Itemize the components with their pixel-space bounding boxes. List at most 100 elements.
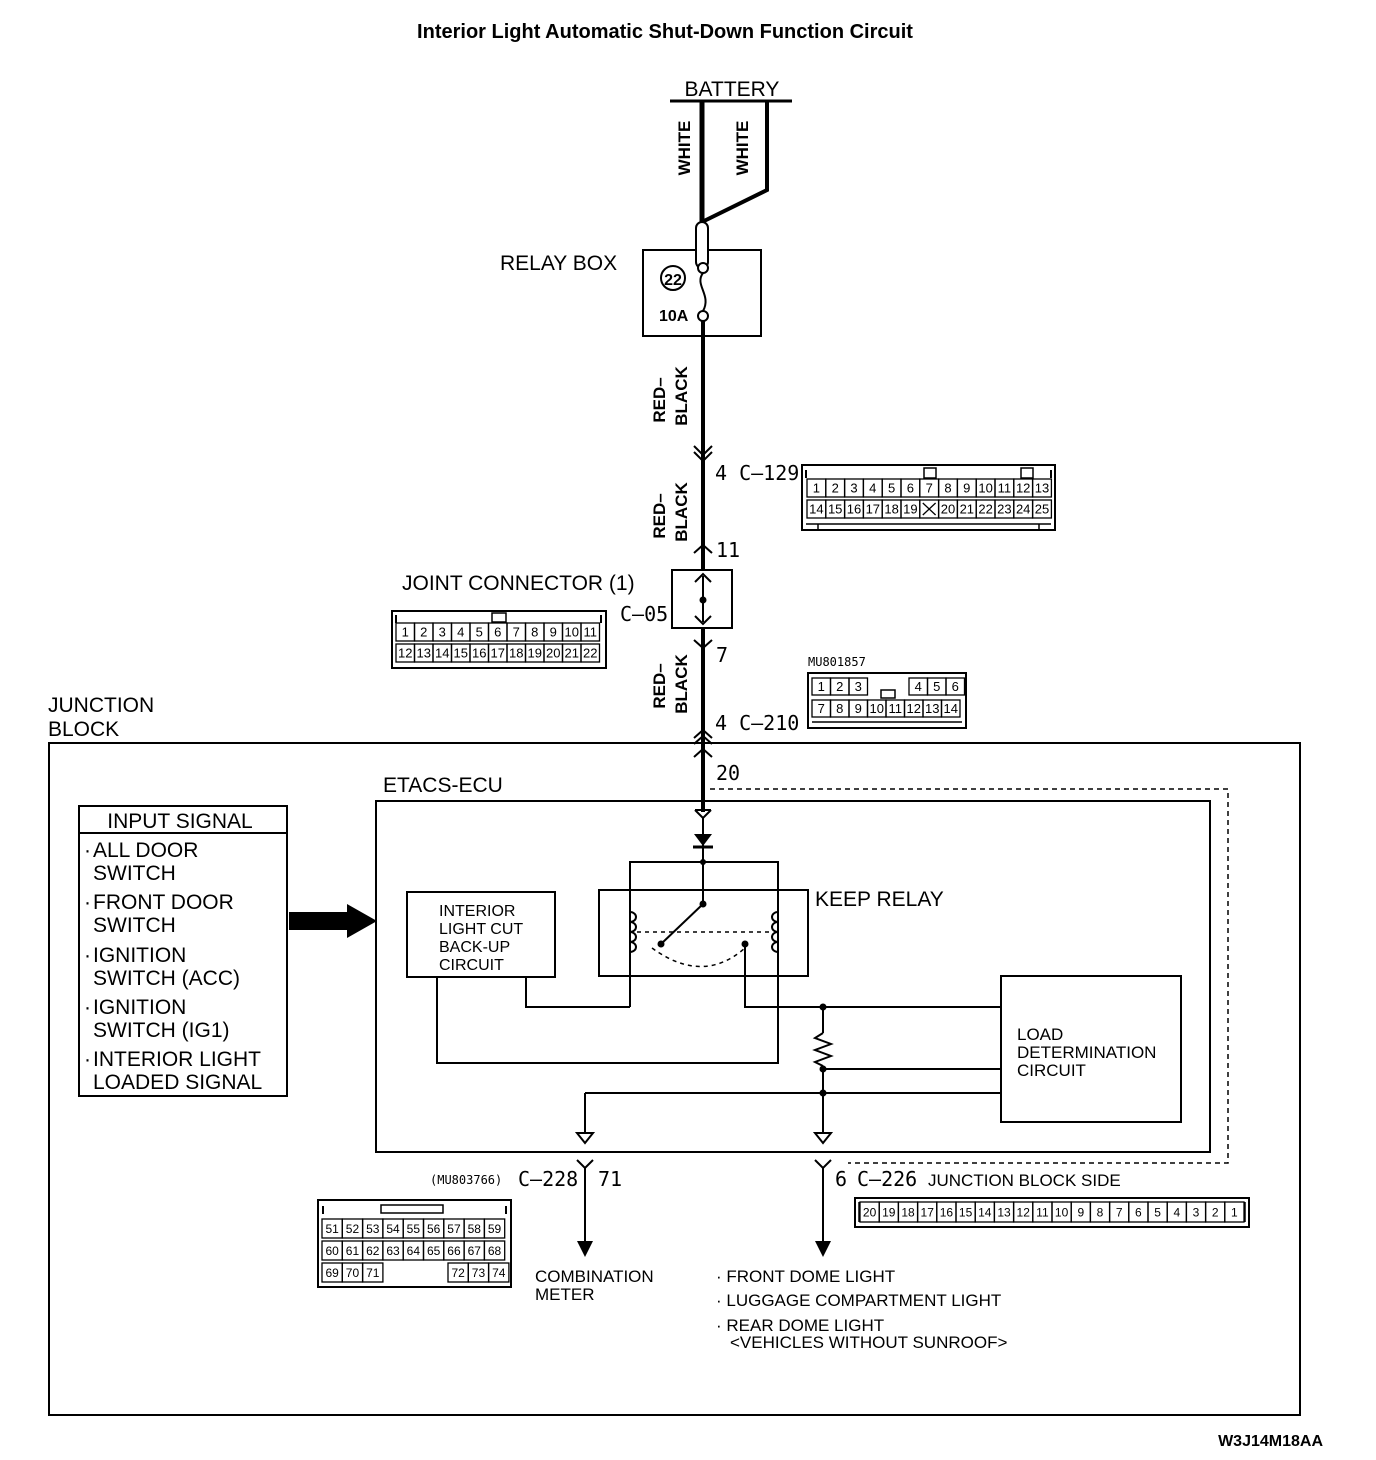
- connector-pin-number: 19: [903, 502, 917, 517]
- connector-pin-number: 23: [997, 502, 1011, 517]
- connector-pin-number: 17: [866, 502, 880, 517]
- connector-pin-number: 51: [325, 1222, 339, 1236]
- wire-color-rb-3a: RED–: [650, 663, 669, 708]
- fuse-number-circle: [660, 265, 686, 291]
- c228-part-number: (MU803766): [430, 1173, 502, 1187]
- connector-pin-number: 20: [863, 1205, 877, 1219]
- connector-pin-number: 69: [325, 1266, 339, 1280]
- diagram-title: Interior Light Automatic Shut-Down Funct…: [417, 21, 913, 43]
- connector-pin-number: 6: [907, 481, 914, 496]
- connector-pin-number: 59: [488, 1222, 502, 1236]
- connector-pin-number: 1: [818, 679, 825, 694]
- input-item-bullet: ·: [84, 996, 91, 1019]
- joint-chevron-bottom: [694, 615, 712, 626]
- backup-circuit-label: LIGHT CUT: [439, 921, 523, 938]
- connector-pin-number: 55: [407, 1222, 421, 1236]
- combination-meter-label: COMBINATION: [535, 1267, 654, 1286]
- connector-pin-number: 74: [492, 1266, 506, 1280]
- c226-pin-label: 6: [835, 1167, 847, 1191]
- input-item-line: ALL DOOR: [93, 839, 198, 862]
- input-item-bullet: ·: [84, 891, 91, 914]
- connector-pin-number: 12: [398, 646, 412, 661]
- relay-switch-arm: [660, 903, 704, 945]
- connector-pin-number: 7: [818, 701, 825, 716]
- connector-pin-number: 3: [439, 625, 446, 640]
- connector-pin-number: 15: [959, 1205, 973, 1219]
- wire-color-rb-3b: BLACK: [672, 654, 691, 714]
- connector-pin-number: 19: [882, 1205, 896, 1219]
- relay-contact-dot: [657, 940, 665, 948]
- joint-connector-label: JOINT CONNECTOR (1): [402, 572, 635, 595]
- input-item-bullet: ·: [84, 944, 91, 967]
- connector-pin-cell: [580, 622, 601, 642]
- connector-pin-number: 6: [494, 625, 501, 640]
- light-output-label: <VEHICLES WITHOUT SUNROOF>: [730, 1333, 1007, 1352]
- connector-pin-number: 9: [855, 701, 862, 716]
- input-signal-items: · ALL DOOR SWITCH · FRONT DOOR SWITCH · …: [84, 839, 262, 1094]
- connector-pin-cell: [361, 1262, 384, 1283]
- c226-side-label: JUNCTION BLOCK SIDE: [928, 1171, 1121, 1190]
- connector-pin-number: 72: [451, 1266, 465, 1280]
- relay-bus-wire: [436, 861, 779, 1064]
- input-item-line: SWITCH (IG1): [93, 1019, 230, 1042]
- connector-pin-cell: [1031, 499, 1053, 519]
- connector-chevron-c228: [576, 1159, 594, 1170]
- resistor-icon: [812, 1032, 834, 1067]
- connector-pin-number: 2: [1212, 1205, 1219, 1219]
- wire-color-rb-2b: BLACK: [672, 482, 691, 542]
- connector-pin-number: 6: [952, 679, 959, 694]
- connector-pin-number: 57: [447, 1222, 461, 1236]
- connector-pin-number: 73: [472, 1266, 486, 1280]
- connector-pin-number: 11: [889, 701, 903, 716]
- relay-box-label: RELAY BOX: [500, 252, 617, 275]
- connector-chevron-c129-a: [693, 445, 713, 457]
- connector-pin-number: 13: [925, 701, 939, 716]
- connector-pin-number: 12: [1017, 1205, 1031, 1219]
- connector-pin-number: 5: [1154, 1205, 1161, 1219]
- connector-pin-number: 1: [1231, 1205, 1238, 1219]
- c228-label: C–228: [518, 1167, 578, 1191]
- connector-chevron-c210-b: [693, 734, 713, 745]
- backup-circuit-label: CIRCUIT: [439, 957, 504, 974]
- connector-pin-number: 10: [978, 481, 992, 496]
- battery-label: BATTERY: [685, 78, 780, 101]
- fuse-terminal-top: [697, 262, 709, 274]
- etacs-ecu-box: [375, 800, 1211, 1153]
- connector-pin-number: 9: [963, 481, 970, 496]
- connector-pin-number: 60: [325, 1244, 339, 1258]
- joint-splice-dot: [699, 596, 707, 604]
- connector-pin-number: 10: [870, 701, 884, 716]
- connector-pin-number: 7: [1116, 1205, 1123, 1219]
- connector-pin-number: 3: [1193, 1205, 1200, 1219]
- connector-pin-number: 18: [901, 1205, 915, 1219]
- connector-pin-number: 6: [1135, 1205, 1142, 1219]
- connector-pin-number: 22: [583, 646, 597, 661]
- connector-pin-number: 8: [836, 701, 843, 716]
- connector-pin-number: 66: [447, 1244, 461, 1258]
- connector-pin-number: 53: [366, 1222, 380, 1236]
- connector-pin-number: 18: [884, 502, 898, 517]
- connector-pin-number: 17: [491, 646, 505, 661]
- connector-pin-number: 8: [531, 625, 538, 640]
- fuse-number: 22: [664, 272, 682, 289]
- wire-color-white-left: WHITE: [675, 121, 694, 176]
- connector-pin-cell: [483, 1240, 506, 1261]
- fuse-connector-tube: [695, 221, 709, 269]
- connector-pin-cell: [1031, 478, 1053, 498]
- c226-label: C–226: [857, 1167, 917, 1191]
- relay-coil-right-icon: [771, 911, 779, 953]
- connector-pin-number: 16: [847, 502, 861, 517]
- connector-pin-number: 24: [1016, 502, 1030, 517]
- input-item-line: SWITCH (ACC): [93, 967, 240, 990]
- c210-label: 4 C–210: [715, 711, 799, 735]
- connector-pin-number: 11: [1036, 1205, 1049, 1219]
- input-item-line: SWITCH: [93, 862, 176, 885]
- connector-chevron-pin11: [693, 543, 713, 554]
- load-circuit-label: LOAD: [1017, 1025, 1063, 1044]
